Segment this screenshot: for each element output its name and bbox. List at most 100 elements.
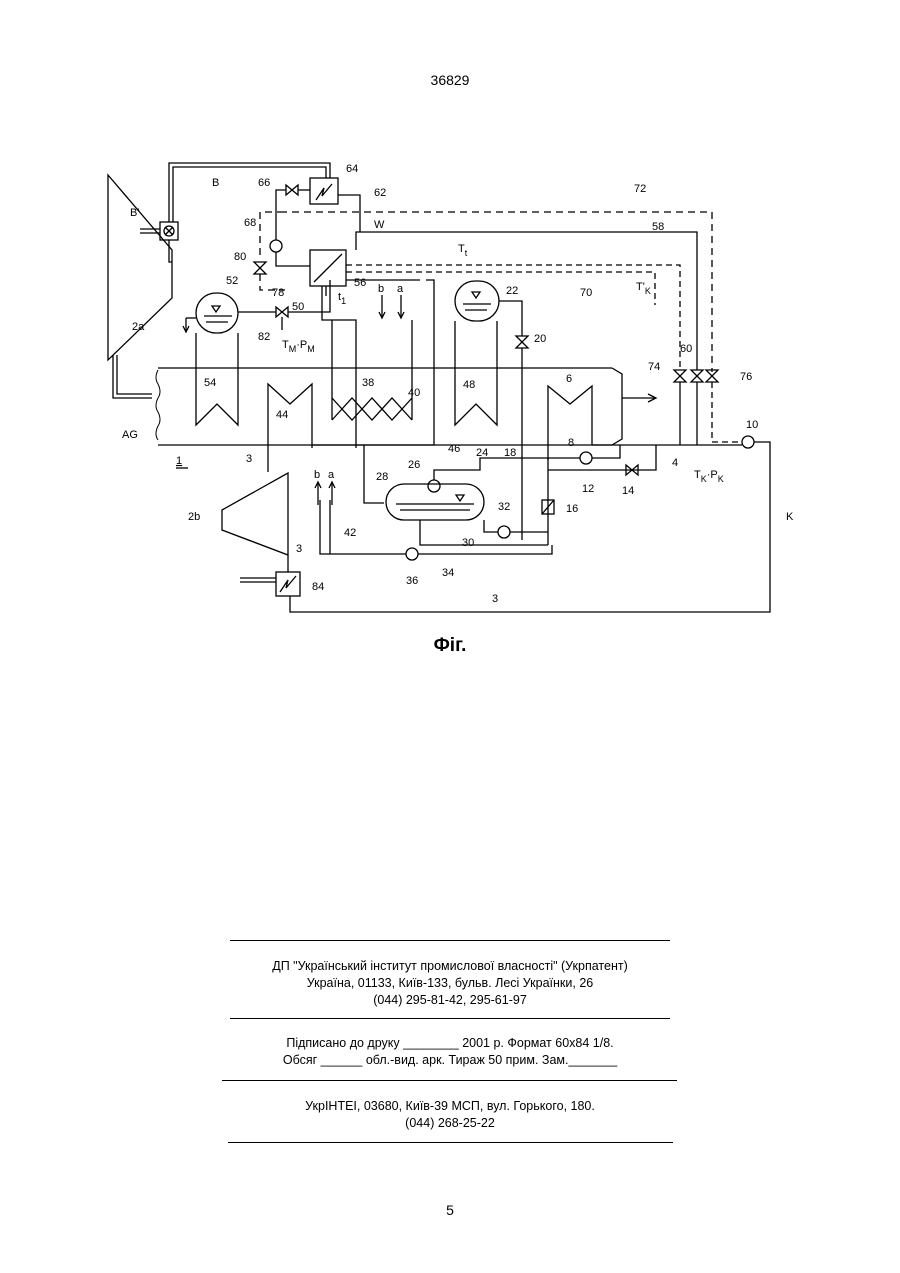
label-16: 16 (566, 503, 578, 515)
heat-exchanger-64 (310, 178, 338, 204)
label-42: 42 (344, 527, 356, 539)
publisher-name: ДП "Український інститут промислової вла… (0, 958, 900, 975)
deaerator-28 (386, 480, 484, 520)
label-40: 40 (408, 387, 420, 399)
label-ag: AG (122, 429, 138, 441)
label-tm-pm: TM·PM (282, 339, 315, 354)
turbine-2b (222, 473, 288, 555)
label-58: 58 (652, 221, 664, 233)
printer-phone: (044) 268-25-22 (0, 1115, 900, 1132)
label-68: 68 (244, 217, 256, 229)
label-k: K (786, 511, 794, 523)
publisher-phone: (044) 295-81-42, 295-61-97 (0, 992, 900, 1009)
condenser-84 (276, 572, 300, 596)
valve-60 (691, 370, 703, 382)
label-66: 66 (258, 177, 270, 189)
valve-50 (276, 307, 288, 317)
heat-exchanger-56 (310, 250, 346, 286)
label-72: 72 (634, 183, 646, 195)
label-76: 76 (740, 371, 752, 383)
label-50: 50 (292, 301, 304, 313)
label-82: 82 (258, 331, 270, 343)
label-22: 22 (506, 285, 518, 297)
valve-80 (254, 262, 266, 274)
print-details: Підписано до друку ________ 2001 р. Форм… (0, 1035, 900, 1069)
label-tt: Tt (458, 243, 468, 258)
label-52: 52 (226, 275, 238, 287)
label-3a: 3 (246, 453, 252, 465)
divider (222, 1080, 677, 1081)
label-70: 70 (580, 287, 592, 299)
valve-b-prime (160, 222, 178, 240)
divider (230, 940, 670, 941)
divider (230, 1018, 670, 1019)
label-1: 1 (176, 455, 182, 467)
evaporator-48 (455, 321, 497, 425)
pump-32 (498, 526, 510, 538)
label-tk-prime: T'K (636, 281, 651, 296)
pump-36 (406, 548, 418, 560)
pump-68 (270, 240, 282, 252)
label-18: 18 (504, 447, 516, 459)
label-80: 80 (234, 251, 246, 263)
label-w: W (374, 219, 385, 231)
label-b-prime: B' (130, 207, 139, 219)
power-plant-schematic: B' B W AG K Tt T'K t1 TM·PM TK·PK b a b … (100, 148, 800, 626)
pump-10 (742, 436, 754, 448)
evaporator-54 (196, 333, 238, 425)
label-64: 64 (346, 163, 358, 175)
document-number: 36829 (0, 72, 900, 88)
volume-line: Обсяг ______ обл.-вид. арк. Тираж 50 при… (0, 1052, 900, 1069)
publisher-address: Україна, 01133, Київ-133, бульв. Лесі Ук… (0, 975, 900, 992)
label-46: 46 (448, 443, 460, 455)
superheater-44 (268, 384, 312, 448)
label-2a: 2a (132, 321, 145, 333)
label-60: 60 (680, 343, 692, 355)
pump-8 (580, 452, 592, 464)
divider (228, 1142, 673, 1143)
label-48: 48 (463, 379, 475, 391)
label-b: B (212, 177, 219, 189)
boiler-duct (156, 368, 656, 445)
label-24: 24 (476, 447, 488, 459)
label-2b: 2b (188, 511, 200, 523)
drum-22 (455, 281, 499, 321)
label-78: 78 (272, 287, 284, 299)
label-30: 30 (462, 537, 474, 549)
figure-caption: Фіг. (0, 635, 900, 657)
label-36: 36 (406, 575, 418, 587)
label-32: 32 (498, 501, 510, 513)
valve-20 (516, 336, 528, 348)
publisher-block: ДП "Український інститут промислової вла… (0, 958, 900, 1009)
valve-74 (674, 370, 686, 382)
label-3b: 3 (296, 543, 302, 555)
label-38: 38 (362, 377, 374, 389)
label-tk-pk: TK·PK (694, 469, 724, 484)
label-20: 20 (534, 333, 546, 345)
label-10: 10 (746, 419, 758, 431)
drum-52 (196, 293, 238, 333)
label-6: 6 (566, 373, 572, 385)
valve-66 (286, 185, 298, 195)
page-number: 5 (0, 1202, 900, 1218)
label-56: 56 (354, 277, 366, 289)
printer-address: УкрІНТЕІ, 03680, Київ-39 МСП, вул. Горьк… (0, 1098, 900, 1115)
label-a-bottom: a (328, 469, 335, 481)
label-4: 4 (672, 457, 678, 469)
signed-line: Підписано до друку ________ 2001 р. Форм… (0, 1035, 900, 1052)
label-84: 84 (312, 581, 324, 593)
label-44: 44 (276, 409, 288, 421)
label-b-top: b (378, 283, 384, 295)
label-26: 26 (408, 459, 420, 471)
label-t1: t1 (338, 291, 346, 306)
label-62: 62 (374, 187, 386, 199)
label-12: 12 (582, 483, 594, 495)
printer-block: УкрІНТЕІ, 03680, Київ-39 МСП, вул. Горьк… (0, 1098, 900, 1132)
label-34: 34 (442, 567, 454, 579)
label-8: 8 (568, 437, 574, 449)
label-a-top: a (397, 283, 404, 295)
exchanger-38-40 (332, 398, 412, 420)
label-54: 54 (204, 377, 216, 389)
label-3c: 3 (492, 593, 498, 605)
label-28: 28 (376, 471, 388, 483)
